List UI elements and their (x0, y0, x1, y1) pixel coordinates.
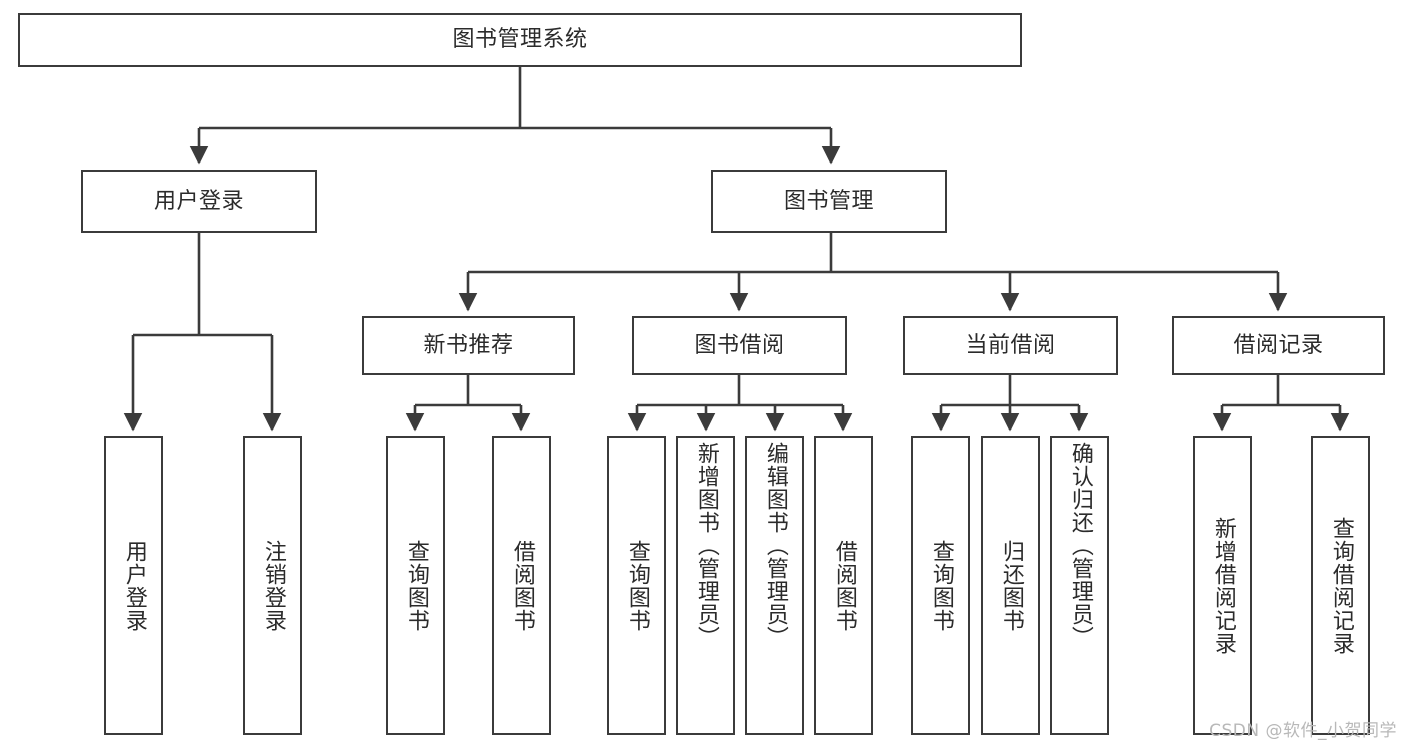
leaf-new-book-query[interactable]: 查询图书 (386, 436, 445, 735)
leaf-label: 查询图书 (928, 539, 954, 632)
leaf-book-borrow-borrow[interactable]: 借阅图书 (814, 436, 873, 735)
node-book-management[interactable]: 图书管理 (711, 170, 947, 233)
leaf-label: 用户登录 (121, 539, 147, 632)
leaf-label: 查询图书 (624, 539, 650, 632)
node-borrow-record-label: 借阅记录 (1233, 332, 1324, 358)
leaf-new-book-borrow[interactable]: 借阅图书 (492, 436, 551, 735)
node-book-borrow[interactable]: 图书借阅 (632, 316, 847, 375)
leaf-book-borrow-add[interactable]: 新增图书（管理员） (676, 436, 735, 735)
leaf-label: 编辑图书（管理员） (762, 442, 788, 649)
leaf-current-borrow-query[interactable]: 查询图书 (911, 436, 970, 735)
leaf-current-borrow-confirm[interactable]: 确认归还（管理员） (1050, 436, 1109, 735)
node-root-label: 图书管理系统 (452, 27, 588, 52)
leaf-label: 借阅图书 (831, 539, 857, 632)
leaf-label: 新增图书（管理员） (693, 442, 719, 649)
leaf-label: 新增借阅记录 (1210, 516, 1236, 655)
node-user-login-label: 用户登录 (153, 188, 244, 214)
leaf-borrow-record-add[interactable]: 新增借阅记录 (1193, 436, 1252, 735)
leaf-current-borrow-return[interactable]: 归还图书 (981, 436, 1040, 735)
node-book-borrow-label: 图书借阅 (694, 332, 785, 358)
leaf-label: 借阅图书 (509, 539, 535, 632)
leaf-user-login-logout[interactable]: 注销登录 (243, 436, 302, 735)
leaf-borrow-record-query[interactable]: 查询借阅记录 (1311, 436, 1370, 735)
node-current-borrow-label: 当前借阅 (965, 332, 1056, 358)
node-current-borrow[interactable]: 当前借阅 (903, 316, 1118, 375)
leaf-user-login-login[interactable]: 用户登录 (104, 436, 163, 735)
node-new-book-recommend-label: 新书推荐 (423, 332, 514, 358)
node-new-book-recommend[interactable]: 新书推荐 (362, 316, 575, 375)
leaf-label: 注销登录 (260, 539, 286, 632)
leaf-book-borrow-query[interactable]: 查询图书 (607, 436, 666, 735)
node-root[interactable]: 图书管理系统 (18, 13, 1022, 67)
leaf-book-borrow-edit[interactable]: 编辑图书（管理员） (745, 436, 804, 735)
leaf-label: 确认归还（管理员） (1067, 442, 1093, 649)
node-borrow-record[interactable]: 借阅记录 (1172, 316, 1385, 375)
node-book-management-label: 图书管理 (783, 188, 874, 214)
leaf-label: 查询图书 (403, 539, 429, 632)
leaf-label: 查询借阅记录 (1328, 516, 1354, 655)
node-user-login[interactable]: 用户登录 (81, 170, 317, 233)
leaf-label: 归还图书 (998, 539, 1024, 632)
